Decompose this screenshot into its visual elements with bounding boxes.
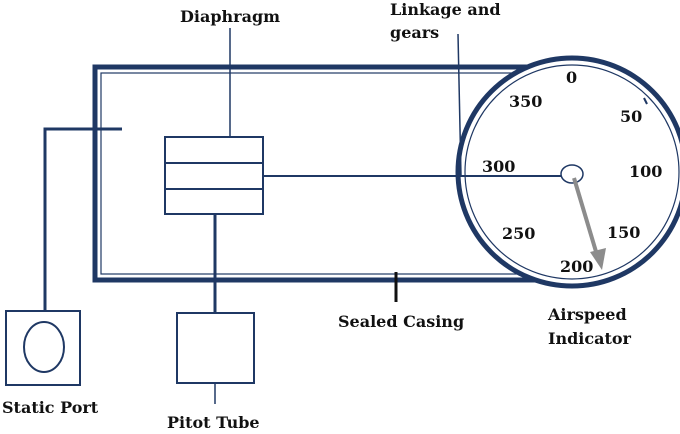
linkage-label-line1: Linkage and [390,0,501,19]
airspeed-label-line2: Indicator [548,329,632,348]
dial-hub [560,164,584,184]
dial-tick-50 [643,97,648,105]
dial-number-100: 100 [629,162,662,181]
pitot-tube-box [176,312,255,384]
diaphragm-label: Diaphragm [180,7,280,26]
pitot-tube-label: Pitot Tube [167,413,260,432]
dial-needle-arrowhead [590,248,606,270]
static-line [43,127,122,311]
linkage-leader [457,33,462,177]
dial-number-300: 300 [482,157,515,176]
diaphragm-box [164,136,264,215]
airspeed-label-line1: Airspeed [547,305,627,324]
dial-number-0: 0 [566,68,577,87]
airspeed-dial: 0 50 100 150 200 250 300 350 [455,55,680,289]
linkage-label-line2: gears [390,23,439,42]
static-port-opening [23,321,65,373]
dial-number-50: 50 [620,107,642,126]
dial-inner-ring [464,64,680,280]
dial-number-250: 250 [502,224,535,243]
sealed-casing-label: Sealed Casing [338,312,464,331]
static-port-label: Static Port [2,398,99,417]
dial-needle [572,177,599,256]
dial-number-350: 350 [509,92,542,111]
dial-number-200: 200 [560,257,593,276]
diaphragm [164,136,264,215]
dial-number-150: 150 [607,223,640,242]
